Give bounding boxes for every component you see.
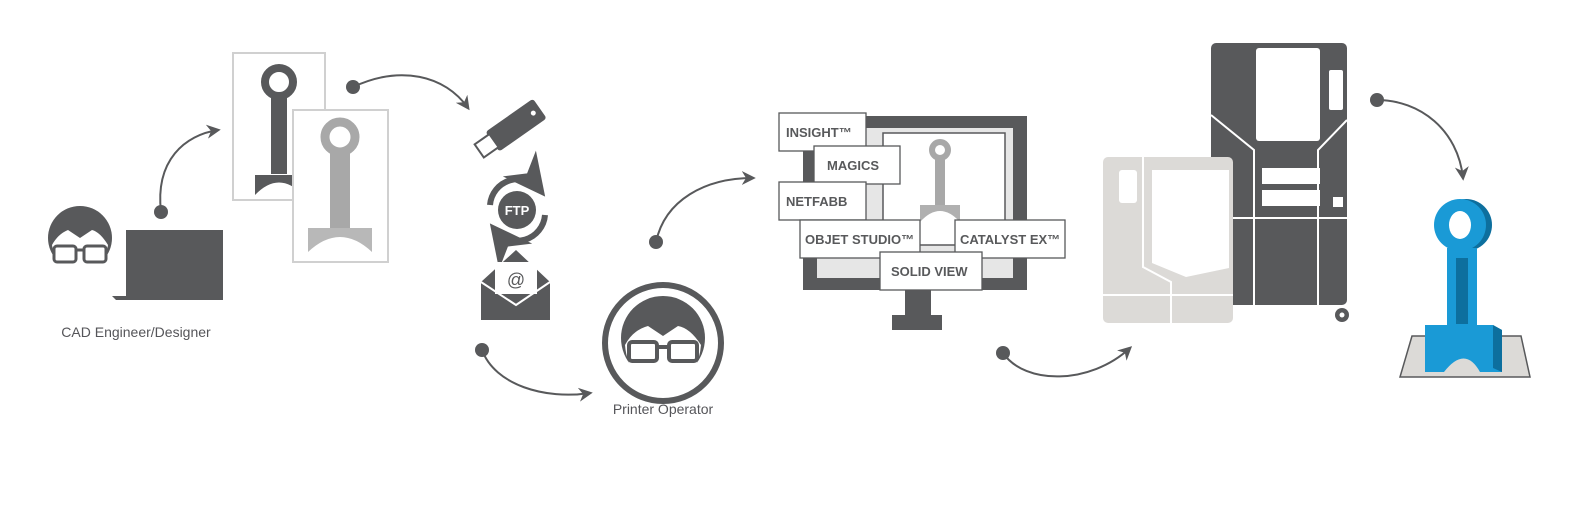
- software-netfabb: NETFABB: [786, 194, 847, 209]
- software-insight: INSIGHT™: [786, 125, 852, 140]
- engineer-avatar-icon: [48, 206, 112, 278]
- operator-label: Printer Operator: [613, 401, 714, 417]
- operator-avatar-icon: [602, 282, 724, 404]
- cad-drawing-icon: [232, 52, 389, 263]
- software-magics: MAGICS: [827, 158, 879, 173]
- flow-arrow: [159, 124, 221, 213]
- software-list: INSIGHT™ MAGICS NETFABB OBJET STUDIO™ CA…: [778, 112, 1066, 291]
- at-symbol: @: [507, 270, 525, 290]
- dark-3d-printer-icon: [1210, 43, 1349, 322]
- light-3d-printer-icon: [1103, 157, 1233, 323]
- flow-arrow: [1376, 99, 1469, 181]
- flow-arrow: [655, 171, 756, 243]
- printed-part-icon: [1398, 199, 1531, 378]
- flow-arrow: [352, 74, 470, 111]
- laptop-icon: [112, 230, 223, 300]
- flow-arrow: [481, 349, 593, 402]
- engineer-label: CAD Engineer/Designer: [61, 324, 211, 340]
- software-objet-studio: OBJET STUDIO™: [805, 232, 914, 247]
- usb-drive-icon: [473, 99, 546, 159]
- flow-arrow: [1002, 346, 1133, 378]
- ftp-sync-icon: FTP: [487, 150, 548, 270]
- software-solid-view: SOLID VIEW: [891, 264, 968, 279]
- email-icon: @: [480, 250, 551, 320]
- ftp-label: FTP: [505, 203, 530, 218]
- software-catalyst-ex: CATALYST EX™: [960, 232, 1060, 247]
